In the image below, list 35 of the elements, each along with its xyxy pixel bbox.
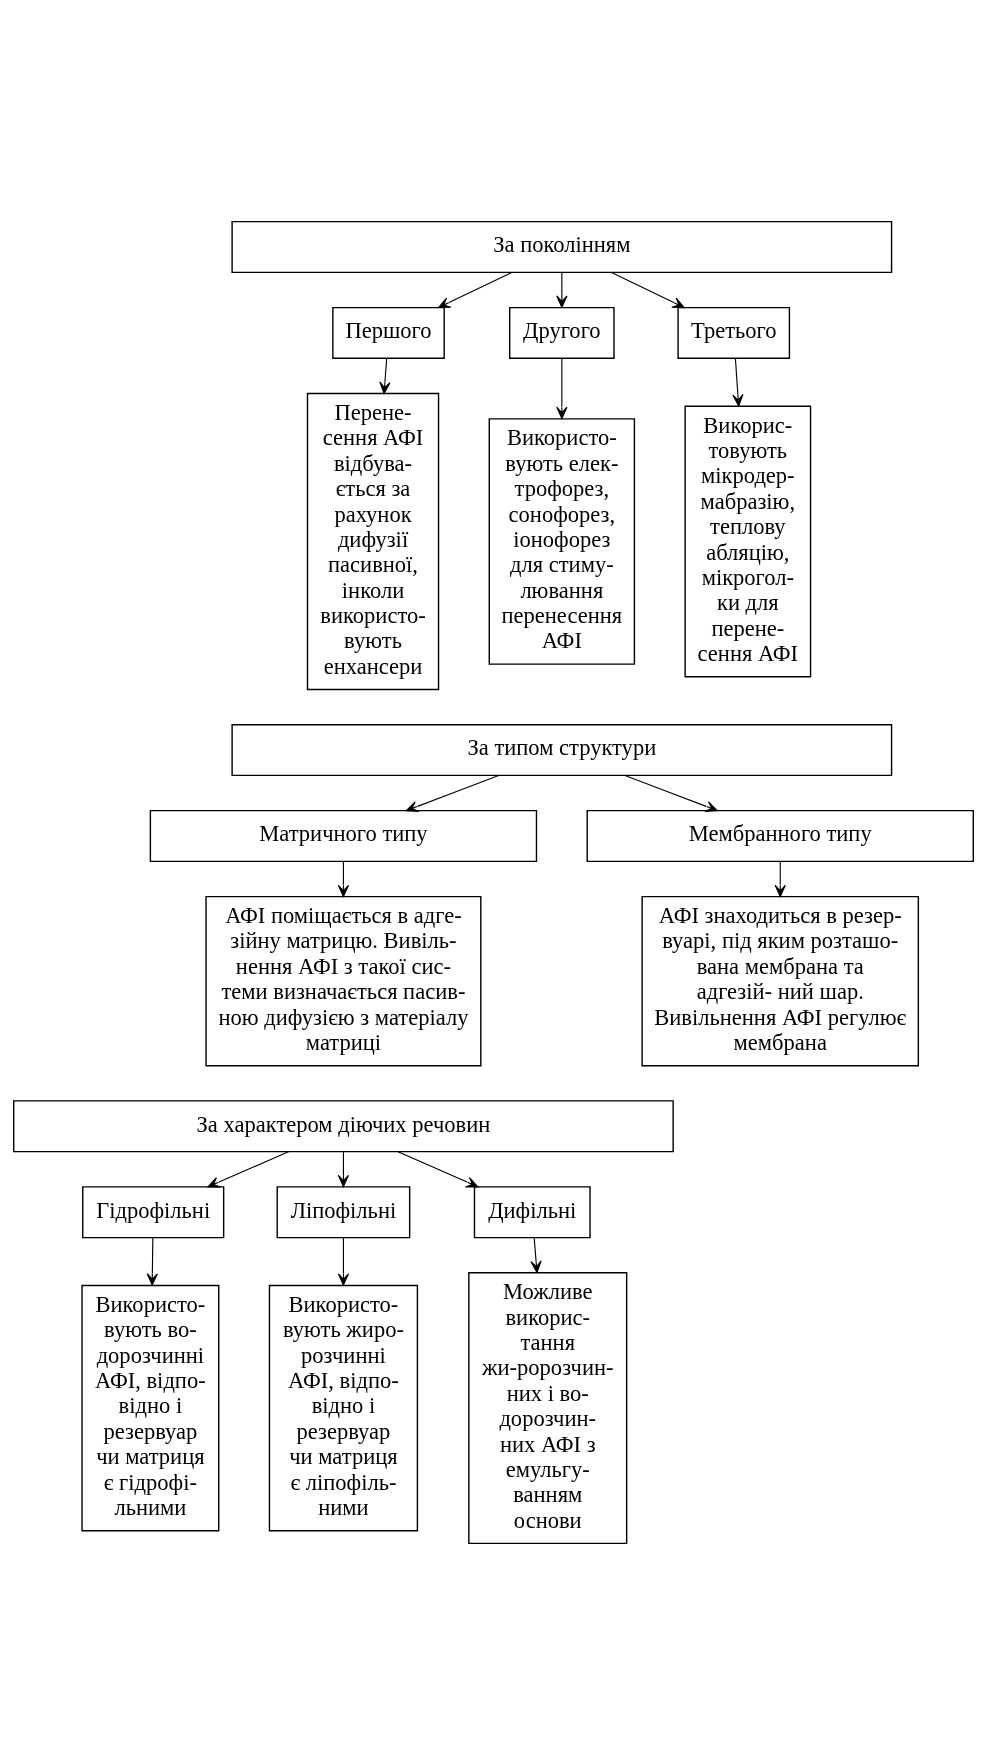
arrow xyxy=(337,1150,350,1187)
node-box: За характером діючих речовин xyxy=(13,1099,674,1152)
arrow xyxy=(774,860,786,897)
arrow xyxy=(405,774,500,812)
arrow xyxy=(379,357,391,394)
node-box: Мембранного типу xyxy=(586,809,974,862)
node-box: АФІ знаходиться в резер- вуарі, під яким розташо- вана мембрана та адгезій- ний шар. Вивільнення АФІ регулює мембрана xyxy=(641,895,920,1066)
arrow xyxy=(146,1236,158,1286)
arrow xyxy=(611,271,685,308)
node-box: Гідрофільні xyxy=(82,1185,225,1238)
arrow xyxy=(438,271,513,308)
arrow xyxy=(530,1236,542,1273)
node-box: Першого xyxy=(332,306,445,359)
node-box: Викорис- товують мікродер- мабразію, теплову абляцію, мікрогол- ки для перене- сення АФІ xyxy=(684,405,812,677)
node-box: Матричного типу xyxy=(149,809,538,862)
arrow xyxy=(207,1150,289,1188)
node-box: Використо- вують жиро- розчинні АФІ, відпо- відно і резервуар чи матриця є ліпофіль- ними xyxy=(268,1284,419,1531)
node-box: Використо- вують елек- трофорез, сонофорез, іонофорез для стиму- лювання перенесення АФІ xyxy=(488,417,636,665)
node-box: Дифільні xyxy=(473,1185,591,1238)
node-box: Третього xyxy=(677,306,791,359)
node-box: Ліпофільні xyxy=(276,1185,411,1238)
arrow xyxy=(556,357,568,419)
node-box: За типом структури xyxy=(231,723,893,776)
node-box: Можливе викорис- тання жи-ророзчин- них і во- дорозчин- них АФІ з емульгу- ванням основи xyxy=(468,1271,628,1544)
arrow xyxy=(732,357,744,407)
arrow xyxy=(337,1236,350,1286)
node-box: Другого xyxy=(509,306,615,359)
node-box: Перене- сення АФІ відбува- ється за рахунок дифузії пасивної, інколи використо- вують енхансери xyxy=(306,392,440,690)
node-box: АФІ поміщається в адге- зійну матрицю. Вивіль- нення АФІ з такої сис- теми визначається пасив- ною дифузією з матеріалу матриці xyxy=(205,895,482,1066)
arrow xyxy=(624,774,718,812)
arrow xyxy=(337,860,350,897)
arrow xyxy=(556,271,568,308)
arrow xyxy=(397,1150,479,1187)
node-box: Використо- вують во- дорозчинні АФІ, відпо- відно і резервуар чи матриця є гідрофі- льними xyxy=(81,1284,220,1531)
node-box: За поколінням xyxy=(231,220,893,273)
